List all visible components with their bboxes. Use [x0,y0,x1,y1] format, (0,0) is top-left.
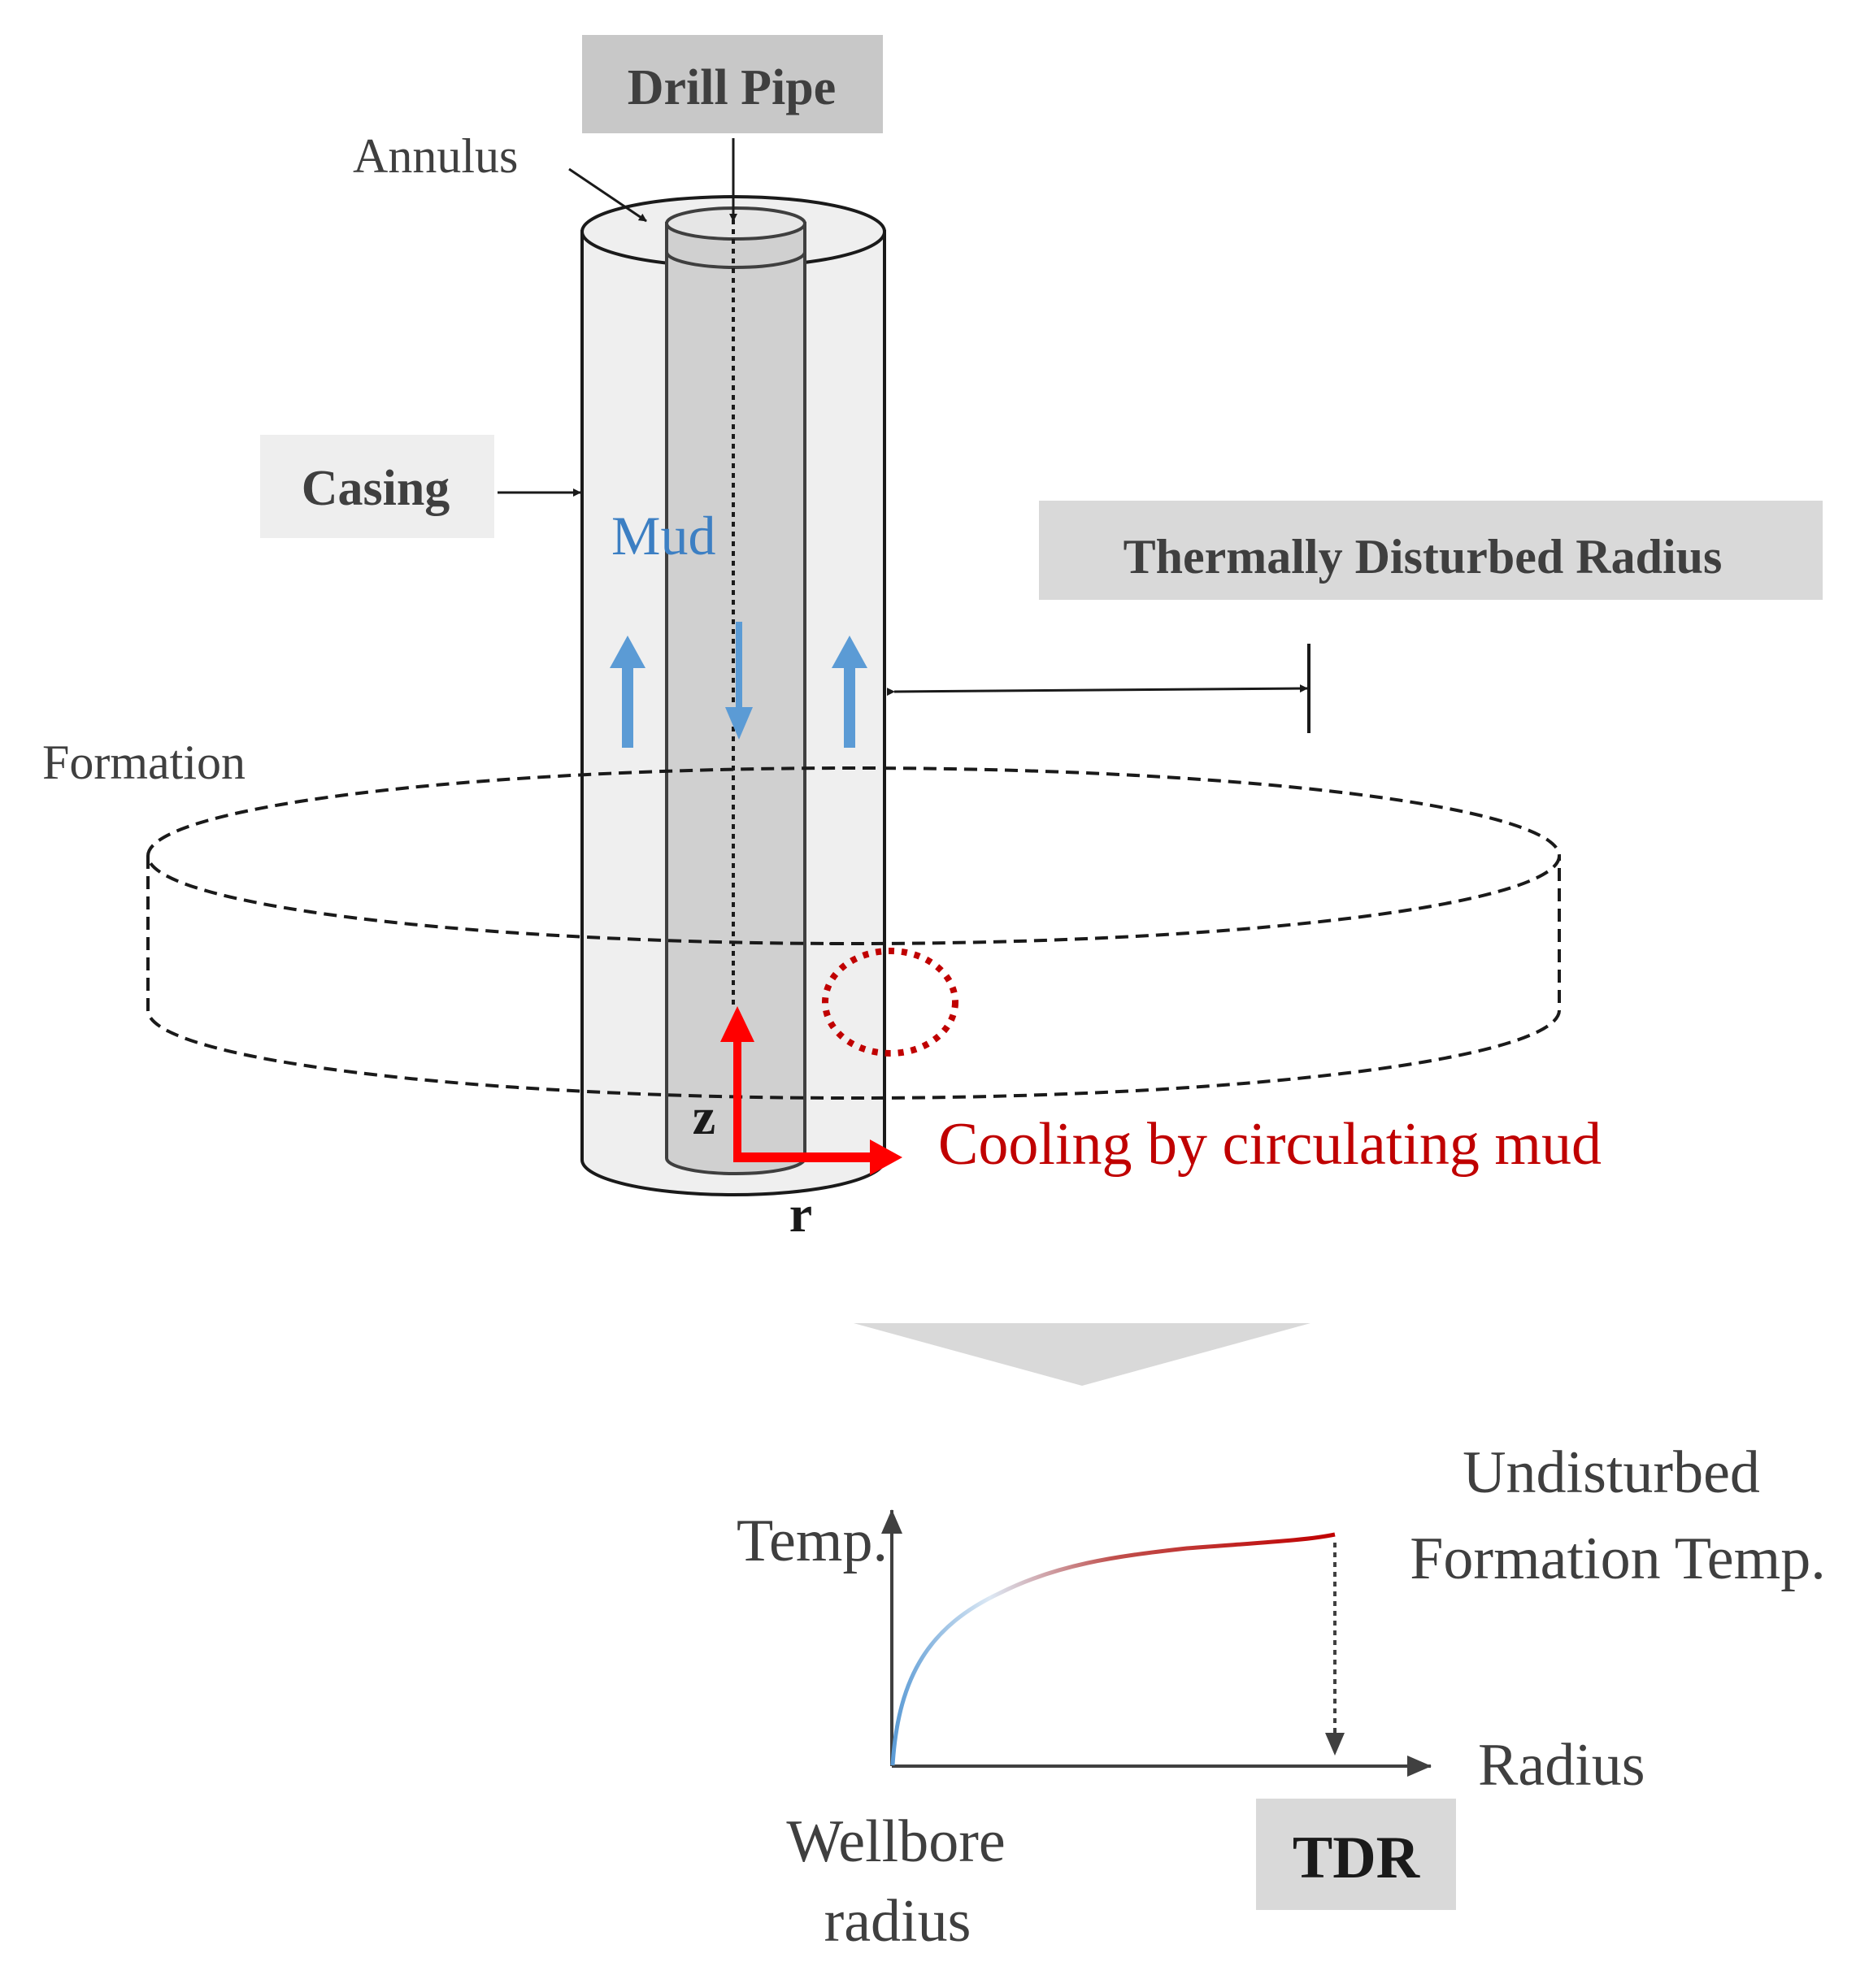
z-axis-label: z [693,1087,715,1145]
tdr-label: TDR [1293,1825,1421,1891]
formation-label: Formation [42,736,246,789]
formation-disk [146,766,1561,1100]
coordinate-axes [720,1006,902,1175]
annulus-label: Annulus [353,129,518,183]
mud-flow-down-arrow [725,622,753,740]
mud-flow-up-arrow-left [610,636,645,748]
down-chevron [854,1323,1310,1386]
wellbore-label-line2: radius [824,1888,971,1955]
casing-label-box [260,435,494,538]
tdr-drop-arrowhead [1325,1733,1345,1756]
mud-flow-up-arrow-right [832,636,867,748]
annulus-pointer-arrow [568,167,647,223]
radius-axis-label: Radius [1478,1732,1645,1799]
casing-label: Casing [302,461,450,516]
cooling-zone-circle [822,948,958,1057]
undisturbed-label-line1: Undisturbed [1463,1439,1760,1506]
temp-profile-plot [881,1509,1432,1777]
tdr-title-box [1039,501,1823,600]
temp-profile-curve [890,1532,1336,1766]
r-axis-label: r [789,1185,812,1243]
tdr-title-label: Thermally Disturbed Radius [1124,530,1723,584]
drill-pipe-label-box [582,35,883,133]
wellbore-label-line1: Wellbore [786,1808,1005,1875]
cooling-label: Cooling by circulating mud [938,1111,1602,1178]
mud-label: Mud [611,505,715,566]
undisturbed-label-line2: Formation Temp. [1410,1526,1825,1592]
drill-pipe-top-ellipse [665,206,806,241]
tdr-dimension-arrow [886,684,1308,697]
drill-pipe-label: Drill Pipe [628,60,837,115]
tdr-label-box [1256,1799,1456,1910]
temp-axis-label: Temp. [737,1508,888,1574]
